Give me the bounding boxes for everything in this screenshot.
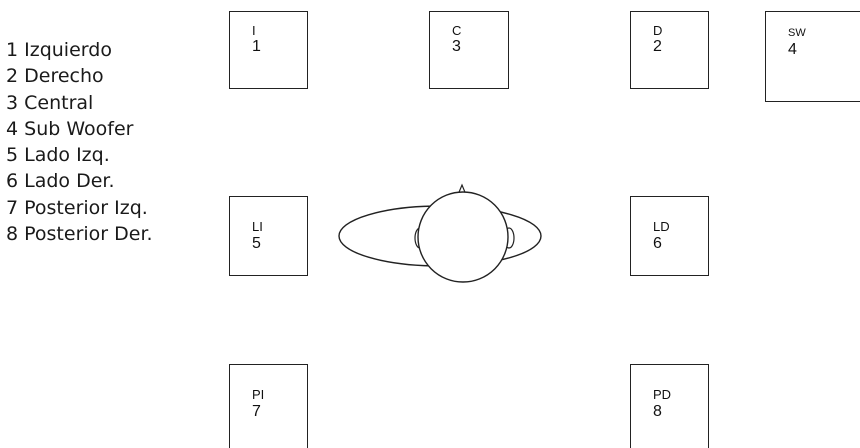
speaker-abbr: PI xyxy=(252,387,265,402)
legend-item: 5 Lado Izq. xyxy=(6,144,110,167)
speaker-derecho: D 2 xyxy=(630,11,709,89)
legend-item: 3 Central xyxy=(6,91,94,114)
speaker-number: 5 xyxy=(252,235,261,252)
speaker-abbr: LD xyxy=(653,219,670,234)
legend-item: 1 Izquierdo xyxy=(6,39,112,61)
listener-head xyxy=(417,191,509,283)
legend-item: 4 Sub Woofer xyxy=(6,117,134,140)
speaker-abbr: PD xyxy=(653,387,672,402)
speaker-number: 3 xyxy=(452,38,461,55)
speaker-legend: 1 Izquierdo 2 Derecho 3 Central 4 Sub Wo… xyxy=(6,37,153,247)
speaker-subwoofer: SW 4 xyxy=(765,11,860,102)
speaker-lado-izq: LI 5 xyxy=(229,196,308,276)
legend-item: 6 Lado Der. xyxy=(6,170,115,193)
speaker-posterior-der: PD 8 xyxy=(630,364,709,448)
speaker-abbr: LI xyxy=(252,219,263,234)
speaker-central: C 3 xyxy=(429,11,509,89)
legend-item: 7 Posterior Izq. xyxy=(6,196,148,219)
speaker-izquierdo: I 1 xyxy=(229,11,308,89)
speaker-number: 1 xyxy=(252,38,261,55)
speaker-number: 8 xyxy=(653,403,662,420)
speaker-number: 6 xyxy=(653,235,662,252)
speaker-abbr: I xyxy=(252,23,256,38)
speaker-abbr: C xyxy=(452,23,462,38)
legend-item: 8 Posterior Der. xyxy=(6,223,153,246)
speaker-number: 7 xyxy=(252,403,261,420)
legend-item: 2 Derecho xyxy=(6,65,104,88)
speaker-posterior-izq: PI 7 xyxy=(229,364,308,448)
speaker-number: 2 xyxy=(653,38,662,55)
speaker-abbr: SW xyxy=(788,27,806,39)
speaker-number: 4 xyxy=(788,41,797,58)
speaker-abbr: D xyxy=(653,23,663,38)
speaker-lado-der: LD 6 xyxy=(630,196,709,276)
